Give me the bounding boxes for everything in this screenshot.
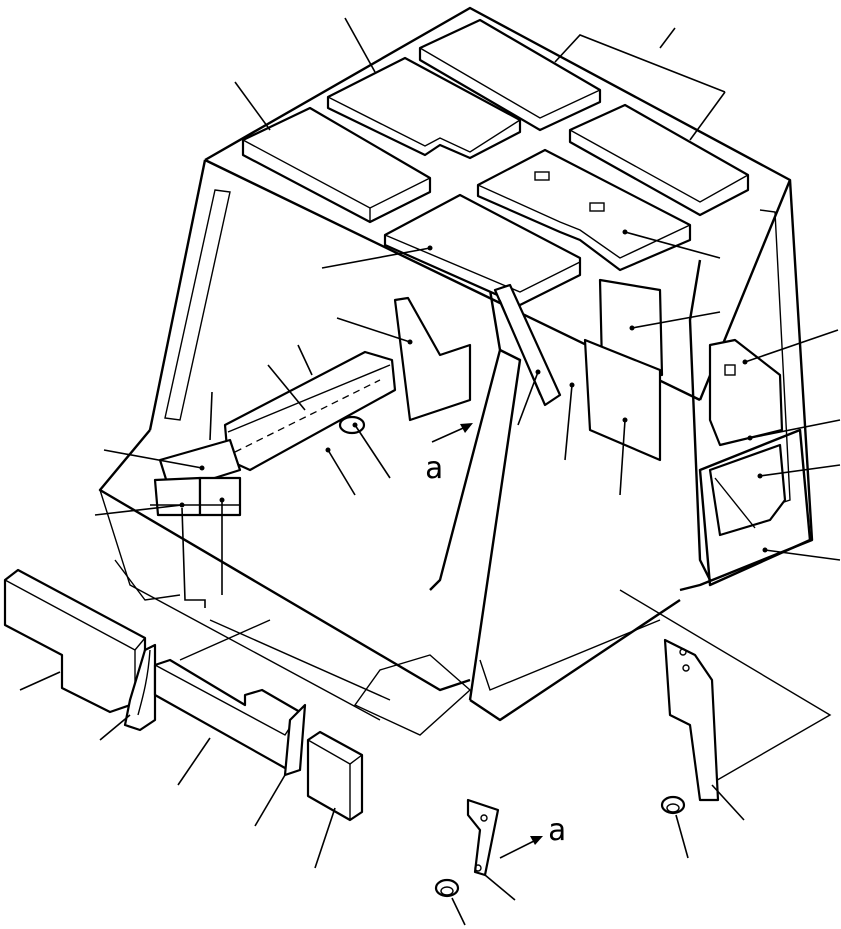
leader-dots [179, 229, 768, 553]
view-arrow-lower [499, 836, 543, 859]
roof-pad-rear-right [568, 103, 750, 217]
view-label-lower: a [548, 813, 566, 848]
front-pad-center [153, 658, 302, 770]
roof-pad-mid-left [326, 56, 522, 160]
roof-pad-front-left [241, 106, 432, 224]
bracket-right-plate [663, 638, 720, 802]
bracket-right-grommet [660, 795, 686, 815]
front-pad-left [3, 568, 147, 714]
front-pad-small [306, 730, 364, 822]
right-side-pad-upper [708, 338, 784, 447]
leader-lines [19, 17, 841, 926]
right-side-pad-lower [708, 443, 787, 537]
front-bracket-right [283, 703, 307, 777]
roof-pad-rear-left [418, 18, 602, 132]
view-arrow-upper [431, 423, 473, 443]
front-bracket-left [123, 643, 157, 732]
roof-pad-center-front [383, 193, 582, 307]
console-knob [338, 415, 366, 435]
console-pad-front [150, 438, 242, 517]
view-label-upper: a [425, 451, 443, 486]
roof-pad-center-right [476, 148, 692, 272]
rear-wall-pad-left [393, 296, 472, 422]
bracket-small-plate [466, 798, 500, 877]
rear-corner-strip [493, 283, 562, 407]
rear-wall-pad-right-lower [583, 338, 662, 462]
bracket-small-grommet [434, 878, 460, 898]
